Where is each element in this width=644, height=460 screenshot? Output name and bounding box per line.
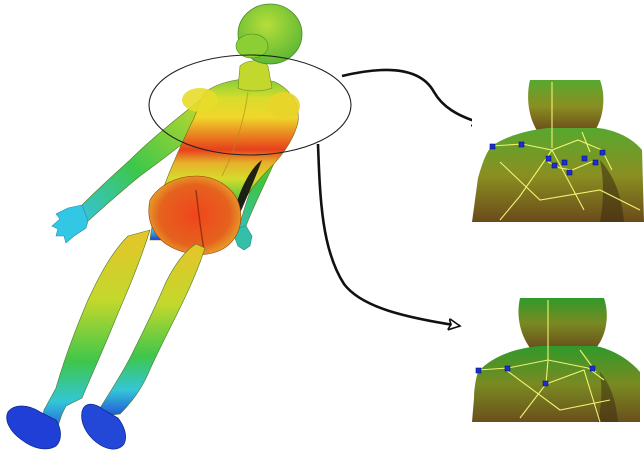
joint-marker bbox=[476, 368, 481, 373]
human-mesh bbox=[7, 4, 302, 449]
hips bbox=[149, 176, 241, 254]
joint-marker bbox=[567, 170, 572, 175]
joint-marker bbox=[490, 144, 495, 149]
joint-marker bbox=[600, 150, 605, 155]
left-leg bbox=[40, 230, 150, 432]
joint-marker bbox=[552, 163, 557, 168]
inset-bottom bbox=[472, 296, 644, 422]
joint-marker bbox=[593, 160, 598, 165]
joint-marker bbox=[519, 142, 524, 147]
joint-marker bbox=[543, 381, 548, 386]
joint-marker bbox=[582, 156, 587, 161]
inset-top bbox=[472, 78, 644, 222]
joint-marker bbox=[562, 160, 567, 165]
arrow-to-bottom-inset bbox=[318, 144, 460, 326]
arrow-to-top-inset bbox=[342, 70, 484, 124]
joint-marker bbox=[546, 156, 551, 161]
joint-marker bbox=[505, 366, 510, 371]
joint-marker bbox=[590, 366, 595, 371]
left-hand bbox=[52, 205, 88, 243]
inset-bottom-head bbox=[518, 298, 606, 348]
inset-top-head bbox=[528, 80, 603, 132]
left-shoulder bbox=[182, 88, 218, 112]
neck bbox=[238, 61, 272, 91]
hair-bun bbox=[236, 34, 268, 58]
right-shoulder bbox=[268, 92, 300, 120]
